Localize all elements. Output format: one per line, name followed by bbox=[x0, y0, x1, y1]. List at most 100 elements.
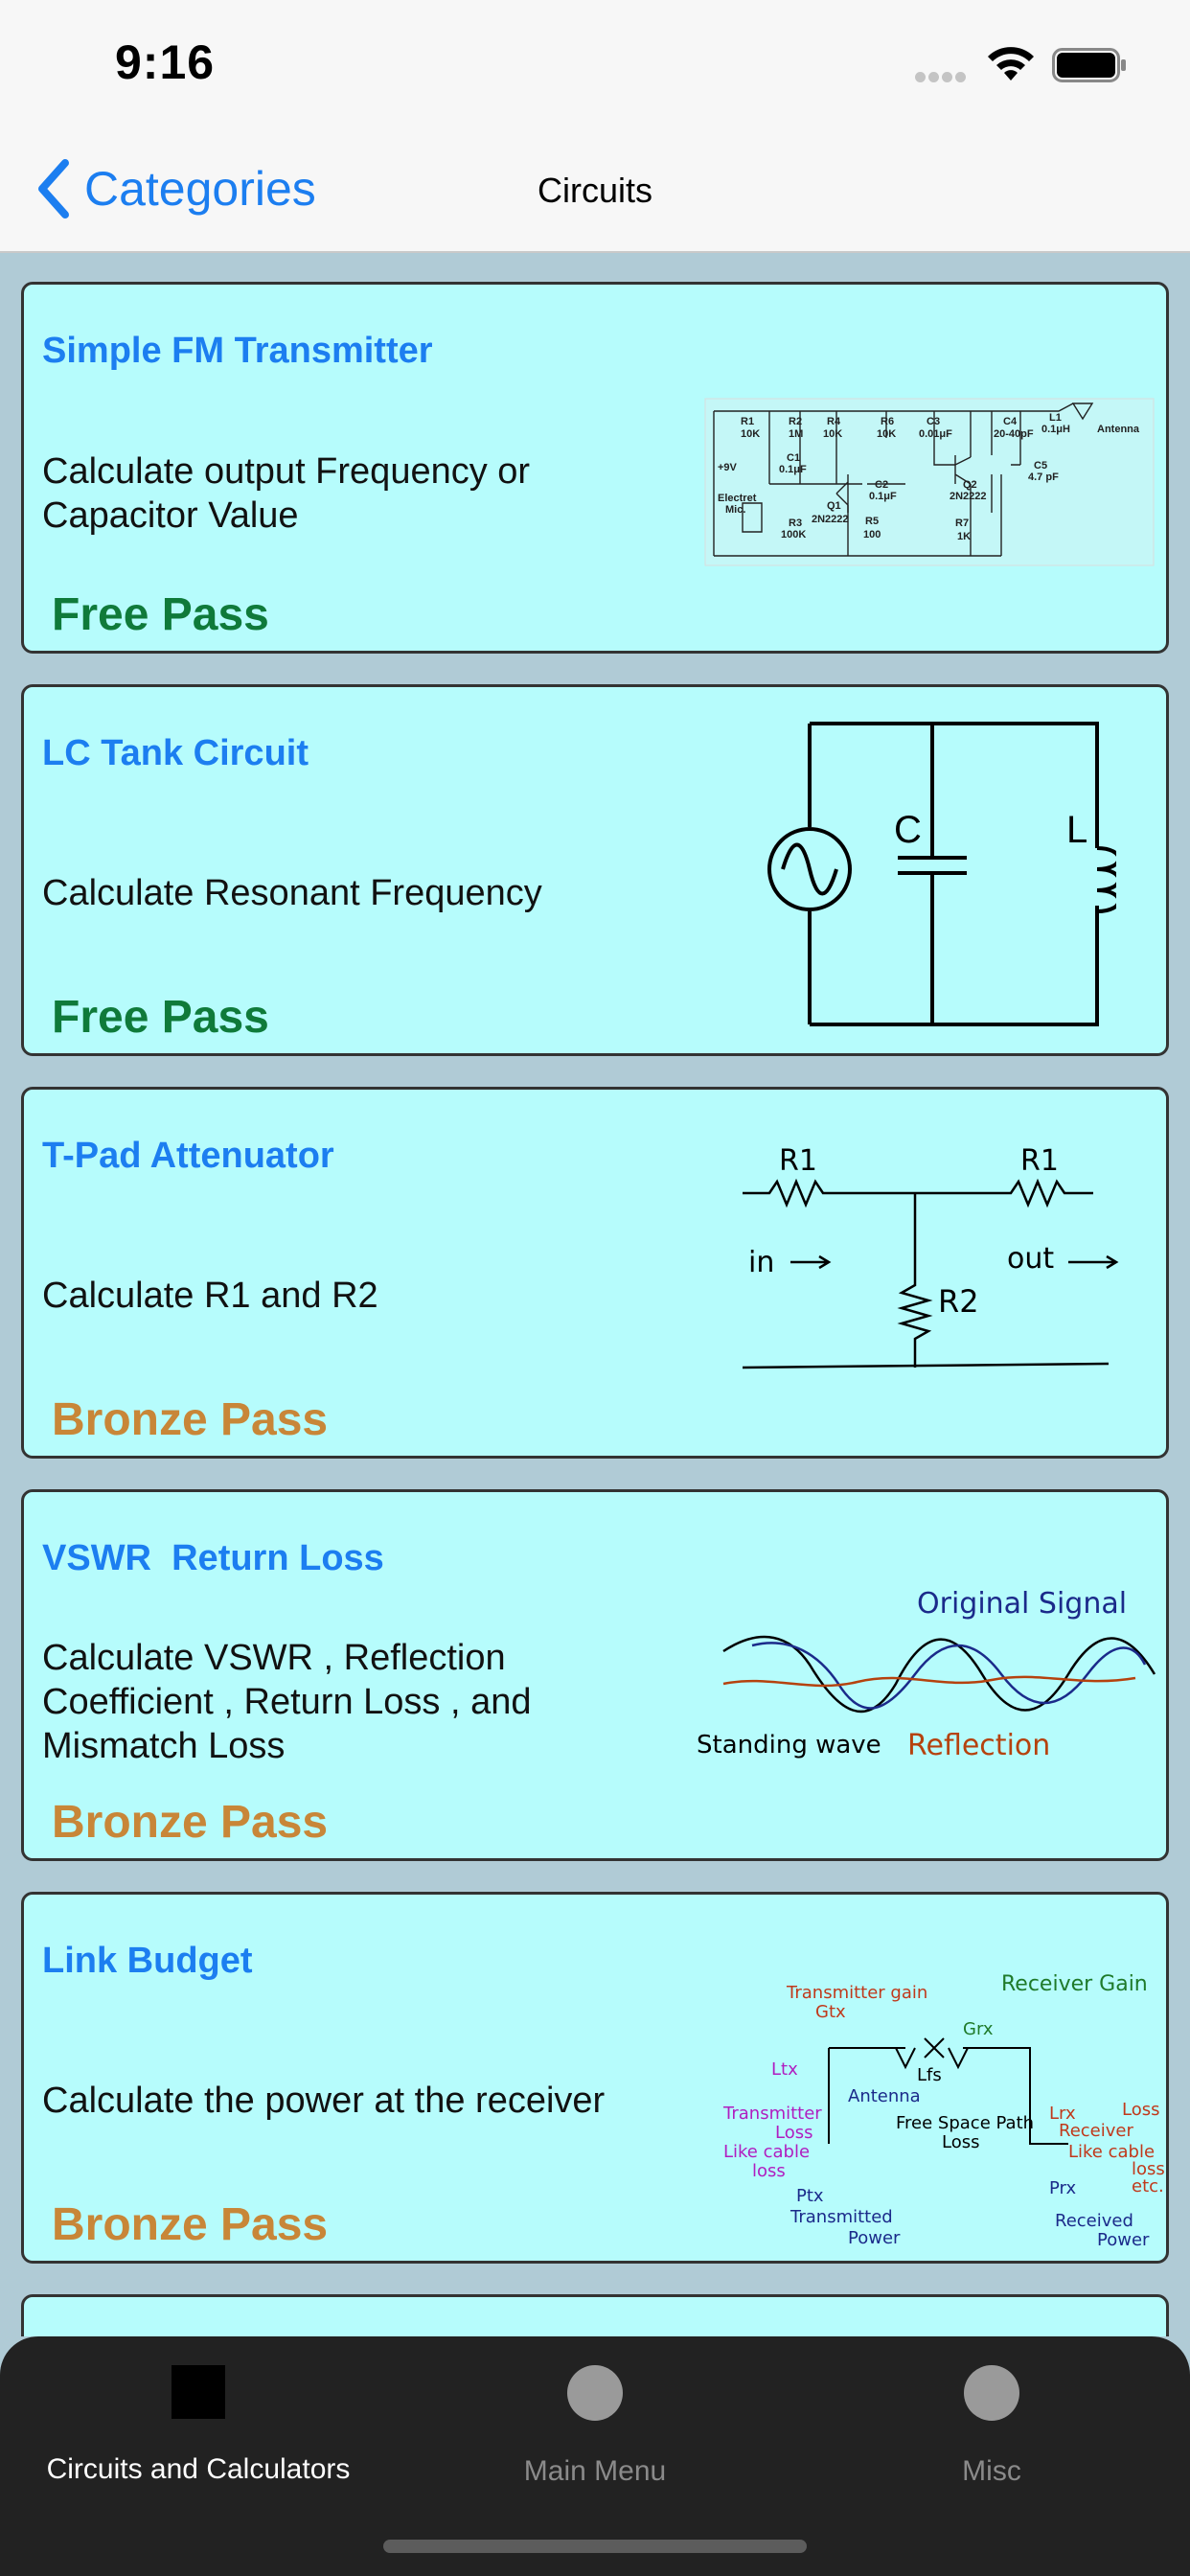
fm-label: 10K bbox=[877, 428, 896, 440]
fm-label: C2 bbox=[875, 479, 888, 491]
link-label: Gtx bbox=[815, 2002, 846, 2022]
tpad-label-in: in bbox=[748, 1246, 774, 1279]
list-item-vswr-return-loss[interactable]: VSWR Return Loss Calculate VSWR , Reflec… bbox=[21, 1489, 1169, 1861]
tab-misc[interactable]: Misc bbox=[793, 2361, 1190, 2515]
link-label: loss bbox=[752, 2161, 786, 2181]
link-label: Receiver Gain bbox=[1001, 1972, 1148, 1996]
vswr-label-original: Original Signal bbox=[917, 1587, 1127, 1621]
link-label: Transmitter bbox=[722, 2104, 822, 2124]
link-label: Loss bbox=[942, 2132, 979, 2152]
link-label: Transmitter gain bbox=[786, 1983, 927, 2003]
fm-label: 1K bbox=[957, 531, 971, 542]
back-button[interactable]: Categories bbox=[33, 155, 316, 222]
pass-badge: Bronze Pass bbox=[52, 2199, 329, 2250]
square-icon bbox=[172, 2365, 225, 2419]
fm-label: 2N2222 bbox=[812, 514, 849, 525]
list-item-t-pad-attenuator[interactable]: T-Pad Attenuator Calculate R1 and R2 Bro… bbox=[21, 1087, 1169, 1459]
lc-label-l: L bbox=[1066, 809, 1087, 851]
link-label: Free Space Path bbox=[896, 2113, 1034, 2133]
card-description: Calculate R1 and R2 bbox=[42, 1276, 378, 1316]
tpad-label-r1-right: R1 bbox=[1020, 1144, 1059, 1178]
card-description: Calculate the power at the receiver bbox=[42, 2081, 606, 2121]
link-label: Receiver bbox=[1059, 2121, 1133, 2141]
tpad-label-r1-left: R1 bbox=[779, 1144, 817, 1178]
fm-label: R3 bbox=[789, 518, 802, 529]
fm-label: 1M bbox=[789, 428, 803, 440]
link-label: Loss bbox=[775, 2123, 812, 2143]
link-label: Ltx bbox=[771, 2059, 798, 2080]
card-description: Calculate output Frequency or Capacitor … bbox=[42, 451, 531, 536]
fm-label: 0.1μF bbox=[869, 491, 897, 502]
fm-label: 0.1μF bbox=[779, 464, 807, 475]
pass-badge: Free Pass bbox=[52, 589, 269, 640]
navigation-bar: Categories Circuits bbox=[0, 134, 1190, 253]
card-title: T-Pad Attenuator bbox=[42, 1136, 334, 1176]
link-label: Like cable bbox=[1068, 2142, 1155, 2162]
fm-label: R6 bbox=[881, 416, 894, 427]
card-title: LC Tank Circuit bbox=[42, 733, 309, 773]
lc-tank-schematic: C L bbox=[767, 722, 1116, 1026]
back-label: Categories bbox=[84, 162, 316, 216]
fm-label: 100 bbox=[863, 529, 881, 540]
fm-label: Q2 bbox=[963, 479, 977, 491]
fm-label: R4 bbox=[827, 416, 841, 427]
fm-label: 10K bbox=[741, 428, 760, 440]
standing-wave-sketch: Original Signal Standing wave Reflection bbox=[697, 1587, 1156, 1762]
tab-label: Misc bbox=[962, 2455, 1021, 2487]
fm-label: R2 bbox=[789, 416, 802, 427]
cellular-signal-icon bbox=[915, 70, 971, 83]
t-pad-schematic: R1 R1 R2 in out bbox=[742, 1144, 1119, 1369]
fm-label: 10K bbox=[823, 428, 842, 440]
wifi-icon bbox=[988, 47, 1034, 80]
link-label: Antenna bbox=[848, 2086, 921, 2106]
vswr-label-reflection: Reflection bbox=[907, 1729, 1050, 1762]
list-item-lc-tank-circuit[interactable]: LC Tank Circuit Calculate Resonant Frequ… bbox=[21, 684, 1169, 1056]
tab-main-menu[interactable]: Main Menu bbox=[397, 2361, 793, 2515]
link-label: Lfs bbox=[917, 2065, 942, 2085]
fm-label: 4.7 pF bbox=[1028, 472, 1059, 483]
list-item-simple-fm-transmitter[interactable]: Simple FM Transmitter Calculate output F… bbox=[21, 282, 1169, 654]
fm-label: Mic. bbox=[725, 504, 745, 516]
fm-label: C5 bbox=[1034, 460, 1047, 472]
status-bar: 9:16 bbox=[0, 0, 1190, 134]
card-title: VSWR Return Loss bbox=[42, 1538, 384, 1578]
card-description: Calculate VSWR , Reflection Coefficient … bbox=[42, 1638, 532, 1766]
pass-badge: Free Pass bbox=[52, 992, 269, 1043]
fm-label: 0.01μF bbox=[919, 428, 952, 440]
list-item-partial[interactable] bbox=[21, 2294, 1169, 2336]
circuit-list[interactable]: Simple FM Transmitter Calculate output F… bbox=[0, 255, 1190, 2336]
home-indicator bbox=[383, 2540, 807, 2553]
card-description: Calculate Resonant Frequency bbox=[42, 873, 542, 913]
fm-label: L1 bbox=[1049, 412, 1062, 424]
chevron-left-icon bbox=[38, 159, 69, 218]
link-label: etc. bbox=[1132, 2176, 1164, 2196]
list-item-link-budget[interactable]: Link Budget Calculate the power at the r… bbox=[21, 1892, 1169, 2264]
fm-label: C4 bbox=[1003, 416, 1018, 427]
link-label: Power bbox=[1097, 2230, 1150, 2250]
card-title: Link Budget bbox=[42, 1941, 253, 1981]
link-budget-sketch: Transmitter gain Gtx Receiver Gain Grx L… bbox=[722, 1972, 1165, 2250]
link-label: Ptx bbox=[796, 2186, 824, 2206]
status-time: 9:16 bbox=[115, 35, 216, 89]
fm-label: 0.1μH bbox=[1041, 424, 1070, 435]
fm-label: C3 bbox=[927, 416, 940, 427]
lc-label-c: C bbox=[894, 809, 922, 851]
link-label: Grx bbox=[963, 2019, 994, 2039]
pass-badge: Bronze Pass bbox=[52, 1394, 329, 1445]
fm-label: +9V bbox=[718, 462, 738, 473]
fm-label: Electret bbox=[718, 493, 757, 504]
link-label: Lrx bbox=[1049, 2104, 1076, 2124]
tab-circuits-and-calculators[interactable]: Circuits and Calculators bbox=[0, 2361, 397, 2515]
tpad-label-r2: R2 bbox=[938, 1283, 979, 1320]
vswr-label-standing: Standing wave bbox=[697, 1731, 881, 1760]
fm-label: 100K bbox=[781, 529, 806, 540]
fm-label: Antenna bbox=[1097, 424, 1140, 435]
tpad-label-out: out bbox=[1007, 1242, 1054, 1276]
fm-label: 2N2222 bbox=[950, 491, 987, 502]
link-label: Power bbox=[848, 2228, 901, 2248]
page-title: Circuits bbox=[537, 171, 652, 210]
circle-icon bbox=[964, 2365, 1019, 2421]
battery-icon bbox=[1052, 48, 1126, 82]
tab-label: Main Menu bbox=[523, 2455, 667, 2487]
link-label: Prx bbox=[1049, 2178, 1076, 2198]
